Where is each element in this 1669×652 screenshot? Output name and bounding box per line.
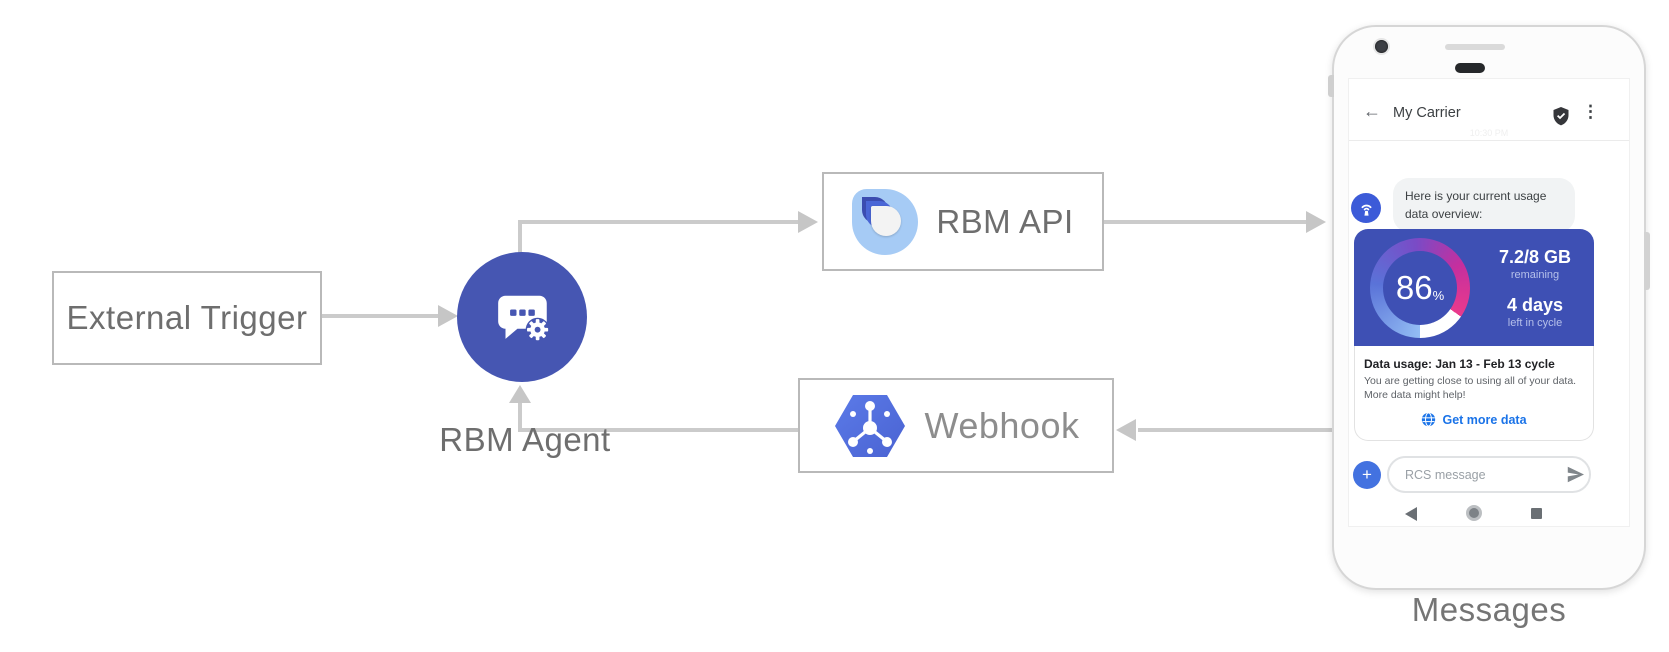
- webhook-box: Webhook: [798, 378, 1114, 473]
- hotspot-icon: [1357, 199, 1376, 218]
- nav-back-button[interactable]: [1405, 507, 1417, 521]
- arrow-webhook-to-agent-line: [520, 428, 798, 432]
- phone-caption: Messages: [1411, 591, 1567, 628]
- arrow-agent-to-api-head: [798, 211, 818, 233]
- nav-recents-button[interactable]: [1531, 508, 1542, 519]
- phone-screen: ← My Carrier ⋮ 10:30 PM: [1348, 78, 1630, 527]
- phone-mockup: ← My Carrier ⋮ 10:30 PM: [1328, 25, 1650, 590]
- back-icon[interactable]: ←: [1363, 101, 1381, 121]
- rbm-api-label: RBM API: [936, 202, 1074, 240]
- usage-donut-gauge: 86%: [1370, 238, 1470, 338]
- verified-shield-icon: [1552, 106, 1570, 131]
- arrow-api-to-phone-head: [1306, 211, 1326, 233]
- nav-home-button[interactable]: [1466, 505, 1482, 521]
- conversation-title: My Carrier: [1393, 105, 1461, 121]
- external-trigger-box: External Trigger: [52, 271, 322, 365]
- rbm-agent-node: [457, 252, 587, 382]
- external-trigger-label: External Trigger: [66, 299, 308, 336]
- usage-details-panel: Data usage: Jan 13 - Feb 13 cycle You ar…: [1354, 346, 1594, 441]
- rbm-agent-label: RBM Agent: [439, 421, 611, 458]
- get-more-data-button[interactable]: Get more data: [1364, 412, 1584, 427]
- arrow-agent-to-api-line: [518, 220, 800, 224]
- power-button: [1644, 232, 1650, 290]
- overflow-menu-icon[interactable]: ⋮: [1582, 102, 1599, 121]
- arrow-api-to-phone-line: [1104, 220, 1308, 224]
- send-icon[interactable]: [1566, 466, 1585, 483]
- data-remaining-label: remaining: [1510, 268, 1560, 281]
- arrow-phone-to-webhook-head: [1116, 419, 1136, 441]
- chat-gear-icon: [489, 282, 555, 353]
- bot-message-bubble: Here is your current usage data overview…: [1393, 178, 1575, 232]
- pubsub-hexagon-icon: [833, 390, 907, 462]
- usage-card-title: Data usage: Jan 13 - Feb 13 cycle: [1364, 357, 1555, 371]
- carrier-avatar: [1351, 193, 1381, 223]
- faint-timestamp: 10:30 PM: [1469, 128, 1509, 138]
- arrow-webhook-to-agent-vertical: [518, 402, 522, 432]
- globe-icon: [1421, 412, 1436, 427]
- usage-percent: 86%: [1395, 269, 1445, 306]
- get-more-data-label: Get more data: [1442, 412, 1527, 427]
- rbm-api-logo-icon: [852, 188, 919, 255]
- usage-card-body-2: More data might help!: [1364, 389, 1466, 401]
- arrow-phone-to-webhook-line: [1138, 428, 1334, 432]
- front-camera: [1375, 40, 1388, 53]
- usage-gauge-panel: 86% 7.2/8 GB remaining 4 days left in cy…: [1354, 229, 1594, 346]
- data-remaining-value: 7.2/8 GB: [1498, 246, 1572, 267]
- arrow-webhook-to-agent-head: [509, 385, 531, 403]
- days-left-value: 4 days: [1506, 294, 1564, 315]
- message-composer: [1387, 456, 1591, 493]
- earpiece: [1455, 63, 1485, 73]
- rbm-api-box: RBM API: [822, 172, 1104, 271]
- usage-stats: 7.2/8 GB remaining 4 days left in cycle: [1476, 229, 1594, 346]
- arrow-agent-to-api-vertical: [518, 224, 522, 256]
- webhook-label: Webhook: [924, 404, 1080, 446]
- days-left-label: left in cycle: [1507, 316, 1563, 329]
- attach-plus-button[interactable]: +: [1353, 461, 1381, 489]
- arrow-trigger-to-agent-head: [438, 305, 458, 327]
- usage-rich-card: 86% 7.2/8 GB remaining 4 days left in cy…: [1354, 229, 1594, 441]
- top-speaker-slot: [1445, 44, 1505, 50]
- usage-card-body-1: You are getting close to using all of yo…: [1364, 375, 1577, 387]
- side-notch: [1328, 75, 1334, 97]
- arrow-trigger-to-agent-line: [322, 314, 438, 318]
- rcs-message-input[interactable]: [1405, 467, 1566, 482]
- conversation-header: ← My Carrier ⋮ 10:30 PM: [1349, 79, 1629, 141]
